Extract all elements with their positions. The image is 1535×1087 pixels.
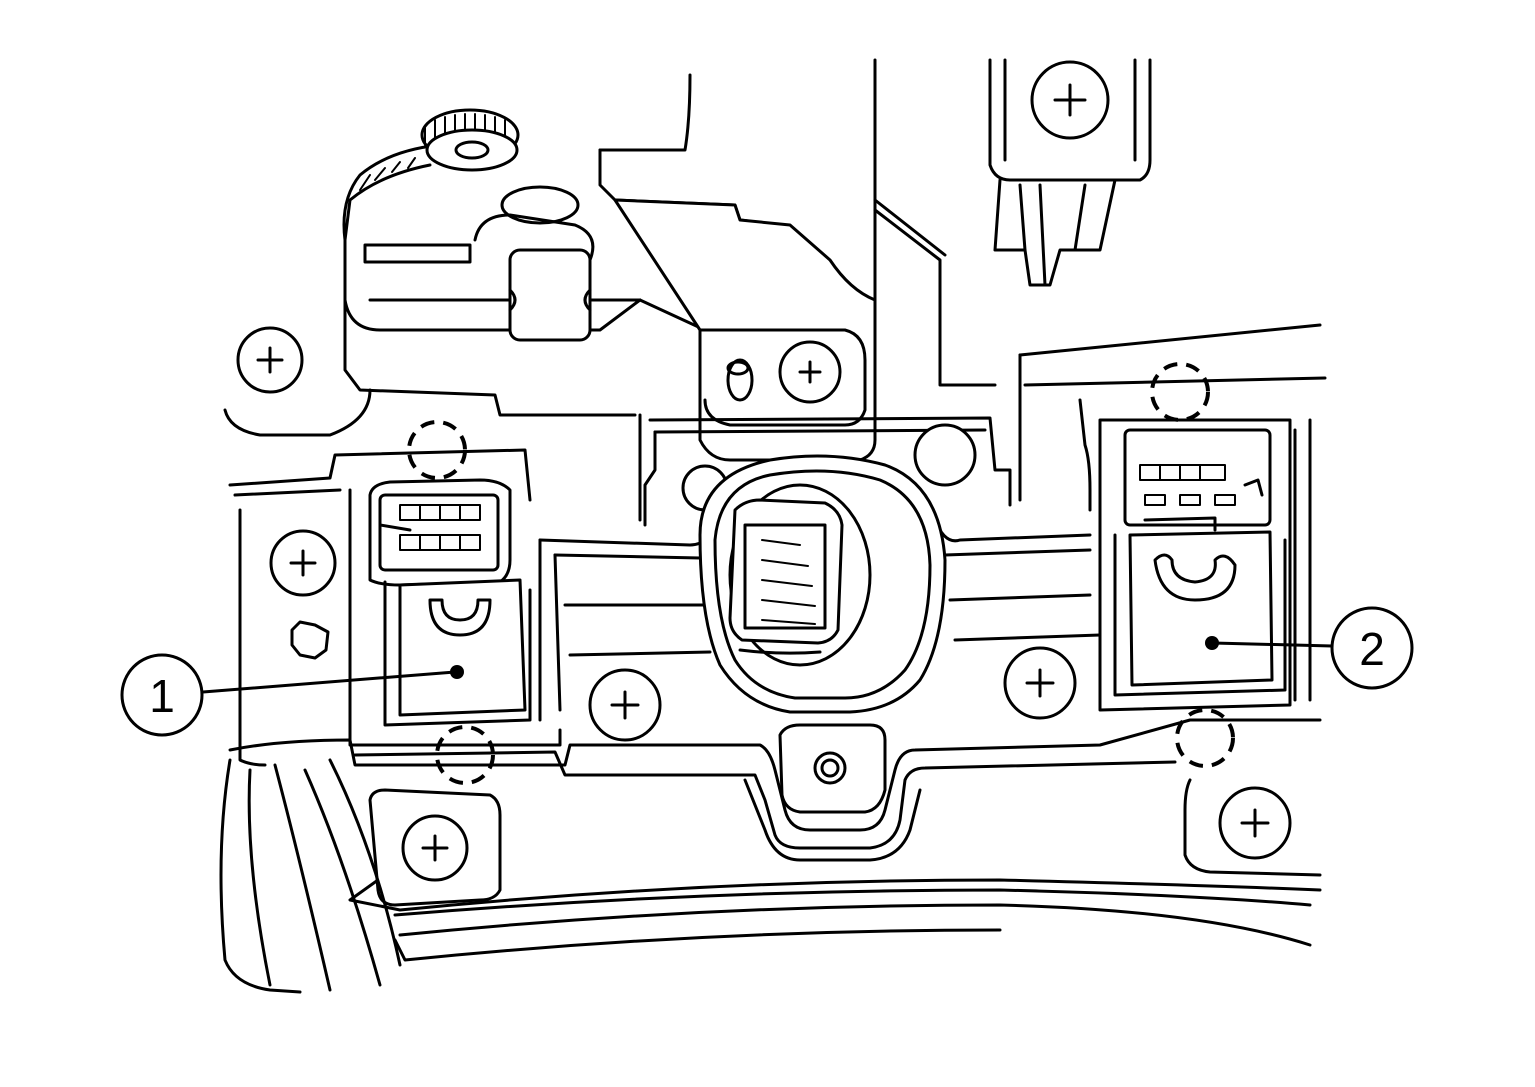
screw-icon [401,814,469,882]
clip-locator-marker [1175,708,1235,768]
screw-icon [1003,646,1077,720]
connector-2 [1098,418,1292,712]
callout-1: 1 [120,653,464,737]
upper-bracket [223,58,997,437]
callout-2: 2 [1205,606,1414,690]
screw-icon [588,668,662,742]
clip-locator-marker [407,420,467,480]
clip-icon [290,620,330,660]
screw-icon [1218,786,1292,860]
clip-locators [407,362,1235,785]
screw-icon [236,326,304,394]
callout-1-label: 1 [149,670,175,722]
callout-2-label: 2 [1359,623,1385,675]
screw-icon [269,529,337,597]
clip-locator-marker [1150,362,1210,422]
top-right-connector [988,58,1152,287]
clip-locator-marker [435,725,495,785]
lower-trim [219,718,1322,994]
connector-1 [348,478,562,747]
center-housing [538,454,1102,714]
adjuster-knob [343,108,595,342]
shift-lever-block [613,198,877,462]
screws [236,326,1292,882]
